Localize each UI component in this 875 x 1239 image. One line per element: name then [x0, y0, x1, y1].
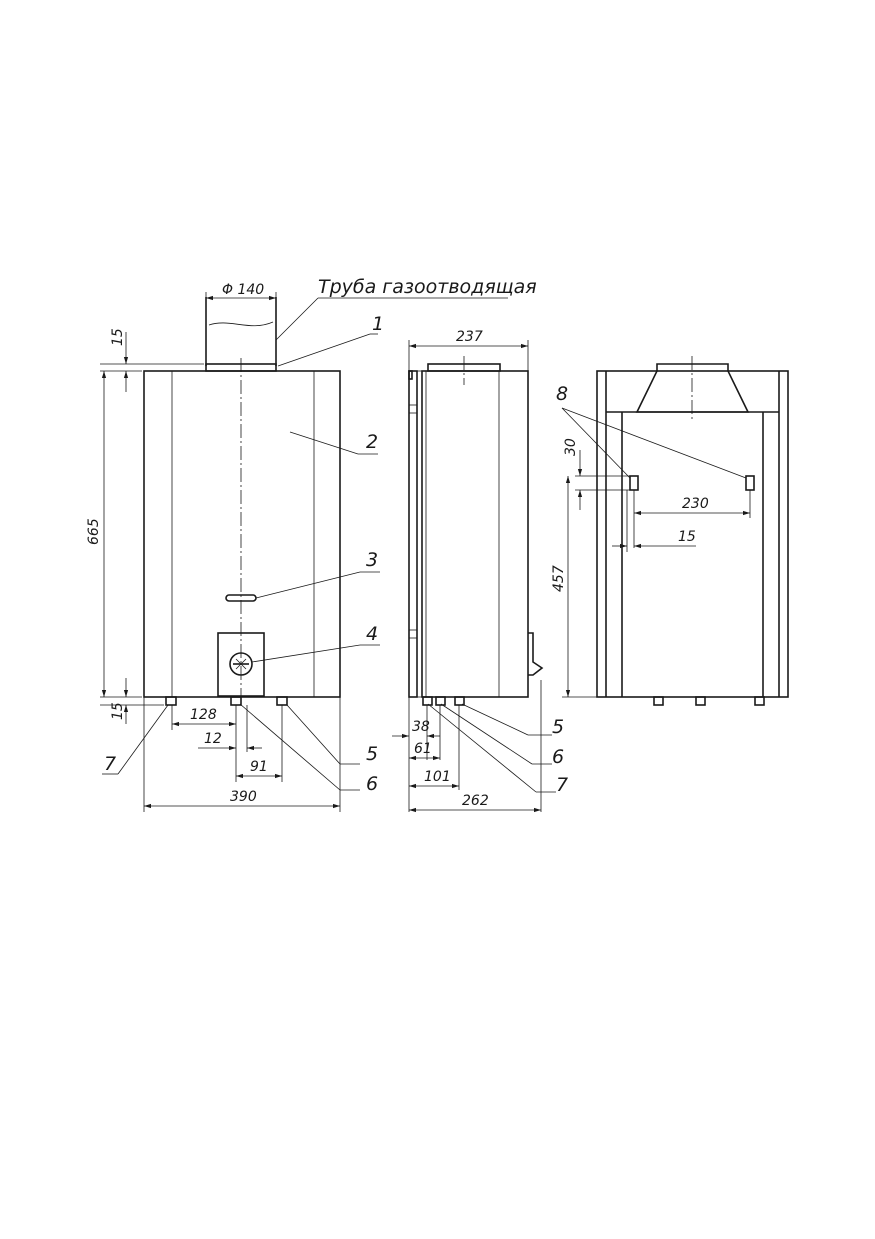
side-view — [408, 356, 544, 706]
dim-pipe-diameter: Φ 140 — [222, 282, 264, 298]
callout-6: 6 — [366, 773, 378, 795]
side-dimensions: 237 38 61 101 262 — [392, 329, 542, 813]
front-callouts: 1 2 3 4 5 6 7 — [102, 313, 384, 795]
callout-3: 3 — [366, 549, 378, 571]
dim-bottom-gap: 15 — [110, 702, 126, 720]
callout-5: 5 — [366, 743, 378, 765]
dim-101: 101 — [424, 769, 451, 785]
dim-230: 230 — [682, 496, 709, 512]
dim-back-15: 15 — [678, 529, 696, 545]
connector-7 — [165, 696, 177, 706]
callout-side-6: 6 — [552, 746, 564, 768]
dim-top-gap: 15 — [110, 328, 126, 346]
callout-1: 1 — [372, 313, 384, 335]
connector-5 — [276, 696, 288, 706]
mount-hole-right — [745, 475, 755, 491]
front-body — [143, 370, 341, 698]
callout-side-5: 5 — [552, 716, 564, 738]
control-knob — [229, 652, 253, 676]
control-panel — [217, 632, 265, 697]
dim-38: 38 — [412, 719, 430, 735]
side-callouts: 5 6 7 — [427, 703, 568, 796]
side-body — [421, 370, 529, 698]
callout-8: 8 — [556, 383, 568, 405]
back-dimensions: 30 457 230 15 8 — [551, 383, 751, 698]
dim-30: 30 — [563, 438, 579, 456]
mount-hole-left — [629, 475, 639, 491]
dim-height: 665 — [86, 518, 102, 545]
dim-128: 128 — [190, 707, 217, 723]
dim-91: 91 — [250, 759, 268, 775]
front-dimensions: Φ 140 Труба газоотводящая 665 15 15 128 — [86, 276, 537, 812]
dim-12: 12 — [204, 731, 222, 747]
connector-6 — [230, 696, 242, 706]
dim-depth-bottom: 262 — [462, 793, 489, 809]
dim-depth-top: 237 — [456, 329, 483, 345]
dim-61: 61 — [414, 741, 432, 757]
dim-width: 390 — [230, 789, 257, 805]
callout-7: 7 — [104, 753, 116, 775]
front-view — [143, 297, 341, 706]
pipe-caption: Труба газоотводящая — [318, 276, 537, 298]
dim-457: 457 — [551, 565, 567, 592]
callout-side-7: 7 — [556, 774, 568, 796]
callout-2: 2 — [366, 431, 378, 453]
callout-4: 4 — [366, 623, 378, 645]
